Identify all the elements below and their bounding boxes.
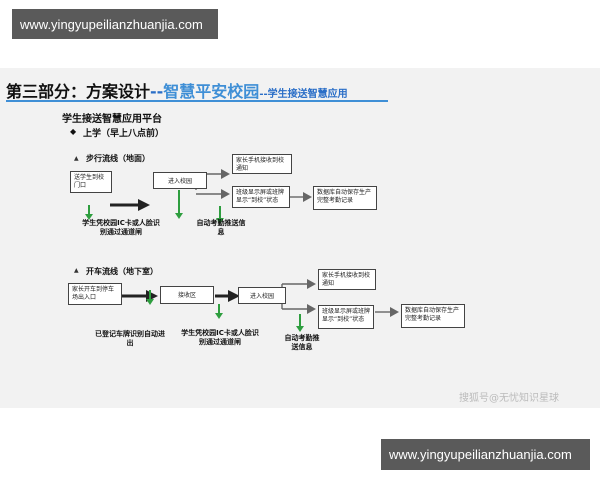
- flow-arrows: [85, 169, 399, 332]
- platform-title: 学生接送智慧应用平台: [62, 114, 162, 125]
- car-green-arrow-1: [146, 290, 154, 305]
- car-note-ic-card: 学生凭校园IC卡或人脸识别通过通道闸: [181, 329, 259, 346]
- subtitle-separator: --: [259, 89, 268, 100]
- walk-step-drop-off: 送学生到校门口: [70, 171, 112, 193]
- walk-arrow-1: [110, 199, 150, 211]
- car-step-parent-notify: 家长手机接收到校通知: [318, 269, 376, 290]
- car-note-auto-attendance: 自动考勤推送信息: [284, 334, 320, 351]
- walk-step-class-display: 班级显示屏或班牌显示“到校”状态: [232, 186, 290, 208]
- walk-arrow-3: [196, 189, 230, 199]
- slide-subtitle: 学生接送智慧应用: [267, 89, 348, 100]
- slide-header: 第三部分：方案设计--智慧平安校园--学生接送智慧应用: [6, 78, 348, 102]
- car-step-parking-entrance: 家长开车到停车场出入口: [68, 283, 122, 305]
- walk-step-enter-campus: 进入校园: [153, 172, 207, 189]
- triangle-marker-icon: ▲: [74, 267, 79, 274]
- header-underline: [6, 100, 388, 102]
- slide-title-accent: 智慧平安校园: [163, 82, 260, 101]
- top-url-banner[interactable]: www.yingyupeilianzhuanjia.com: [12, 9, 218, 39]
- title-separator: --: [150, 82, 164, 101]
- walk-green-arrow-2: [175, 190, 183, 219]
- walk-step-parent-notify: 家长手机接收到校通知: [232, 154, 292, 174]
- car-step-database-record: 数据库自动保存生产完整考勤记录: [401, 304, 465, 328]
- walk-note-auto-attendance: 自动考勤推送信息: [196, 219, 246, 236]
- walk-green-arrow-3: [216, 206, 224, 224]
- car-step-enter-campus: 进入校园: [238, 287, 286, 304]
- car-step-receiving-area: 接收区: [160, 286, 214, 304]
- walk-step-database-record: 数据库自动保存生产完整考勤记录: [313, 186, 377, 210]
- car-arrow-4: [281, 304, 316, 314]
- car-green-arrow-2: [215, 304, 223, 319]
- car-arrow-5: [375, 307, 399, 317]
- walk-green-arrow-1: [85, 205, 93, 220]
- slide-title: 第三部分：方案设计: [6, 82, 151, 101]
- walk-flow-label: 步行流线（地面）: [86, 154, 150, 163]
- car-flow-label: 开车流线（地下室）: [86, 267, 158, 276]
- bottom-url-banner[interactable]: www.yingyupeilianzhuanjia.com: [381, 439, 590, 470]
- car-green-arrow-3: [296, 314, 304, 332]
- diamond-bullet-icon: ◆: [70, 127, 77, 136]
- car-step-class-display: 班级显示屏或班牌显示“到校”状态: [318, 305, 374, 329]
- walk-arrow-4: [290, 192, 312, 202]
- section-title: 上学（早上八点前）: [83, 129, 165, 139]
- watermark: 搜狐号@无忧知识星球: [459, 393, 559, 404]
- car-arrow-2: [215, 290, 240, 302]
- walk-note-ic-card: 学生凭校园IC卡或人脸识别通过通道闸: [82, 219, 160, 236]
- car-arrow-3: [281, 279, 316, 291]
- slide: 第三部分：方案设计--智慧平安校园--学生接送智慧应用 学生接送智慧应用平台 ◆…: [0, 68, 600, 408]
- triangle-marker-icon: ▲: [74, 155, 79, 162]
- car-note-plate-recognition: 已登记车牌识别自动进出: [95, 330, 165, 347]
